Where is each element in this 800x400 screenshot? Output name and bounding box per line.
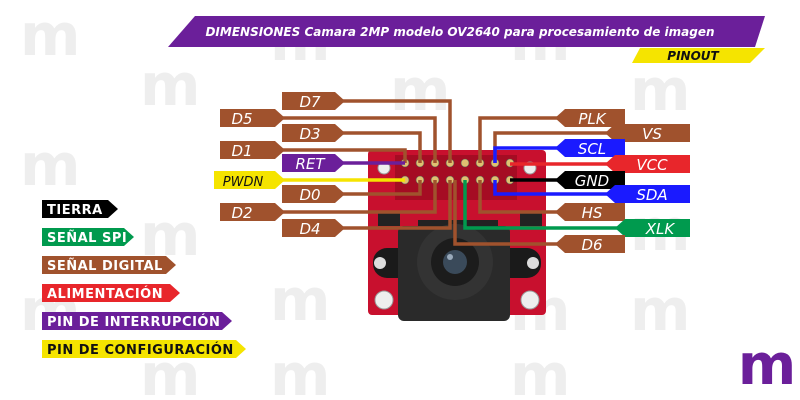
header-banner (168, 16, 765, 47)
svg-text:m: m (270, 341, 330, 400)
svg-text:m: m (20, 1, 80, 69)
svg-text:XLK: XLK (645, 220, 676, 238)
svg-text:D4: D4 (299, 220, 320, 238)
pin-label-d3: D3 (282, 124, 345, 143)
legend-item-tierra: TIERRA (42, 200, 118, 218)
pinout-label: PINOUT (667, 49, 719, 63)
legend-item-alimentacion: ALIMENTACIÓN (42, 284, 180, 302)
pin-label-d5: D5 (220, 109, 285, 128)
svg-text:TIERRA: TIERRA (47, 203, 103, 218)
svg-text:D0: D0 (299, 186, 320, 204)
svg-text:m: m (140, 51, 200, 119)
svg-text:D5: D5 (231, 110, 252, 128)
pin-label-d4: D4 (282, 219, 345, 238)
svg-text:PLK: PLK (578, 110, 606, 128)
pin-label-d1: D1 (220, 141, 285, 160)
svg-text:D7: D7 (299, 93, 321, 111)
legend-item-configuracion: PIN DE CONFIGURACIÓN (42, 340, 246, 358)
svg-text:m: m (510, 341, 570, 400)
pin-label-scl: SCL (555, 139, 625, 158)
pin-label-plk: PLK (555, 109, 625, 128)
pin-label-vs: VS (605, 124, 690, 143)
svg-text:RET: RET (295, 155, 326, 173)
pin-label-hs: HS (555, 203, 625, 222)
legend-item-spi: SEÑAL SPI (42, 228, 134, 246)
svg-text:D3: D3 (299, 125, 320, 143)
svg-text:VCC: VCC (636, 156, 668, 174)
svg-text:m: m (630, 56, 690, 124)
pin-label-vcc: VCC (605, 155, 690, 174)
pin-label-ret: RET (282, 154, 345, 173)
svg-text:m: m (270, 266, 330, 334)
svg-text:GND: GND (575, 172, 609, 190)
camera-module (368, 150, 546, 321)
legend-item-interrupcion: PIN DE INTERRUPCIÓN (42, 312, 232, 330)
wires (275, 99, 625, 246)
pin-label-d2: D2 (220, 203, 285, 222)
svg-text:m: m (630, 276, 690, 344)
svg-text:SDA: SDA (636, 186, 667, 204)
svg-text:D2: D2 (231, 204, 252, 222)
pin-label-d6: D6 (555, 235, 625, 254)
pin-label-xlk: XLK (615, 219, 690, 238)
svg-text:PIN DE CONFIGURACIÓN: PIN DE CONFIGURACIÓN (47, 342, 234, 358)
pinout-banner (632, 48, 765, 63)
pin-label-d0: D0 (282, 185, 345, 204)
svg-text:ALIMENTACIÓN: ALIMENTACIÓN (47, 286, 163, 302)
pin-label-d7: D7 (282, 92, 345, 111)
svg-text:PIN DE INTERRUPCIÓN: PIN DE INTERRUPCIÓN (47, 314, 220, 330)
svg-text:SEÑAL SPI: SEÑAL SPI (47, 230, 127, 246)
brand-logo: m (738, 333, 796, 398)
svg-text:D1: D1 (231, 142, 252, 160)
svg-text:m: m (738, 333, 796, 398)
svg-text:D6: D6 (581, 236, 602, 254)
svg-text:SEÑAL DIGITAL: SEÑAL DIGITAL (47, 258, 163, 274)
svg-text:m: m (390, 56, 450, 124)
svg-text:HS: HS (582, 204, 603, 222)
svg-text:PWDN: PWDN (223, 175, 264, 190)
pin-label-pwdn: PWDN (214, 171, 285, 190)
svg-text:VS: VS (642, 125, 662, 143)
legend: TIERRA SEÑAL SPI SEÑAL DIGITAL ALIMENTAC… (42, 200, 246, 358)
pin-label-sda: SDA (605, 185, 690, 204)
header-title: DIMENSIONES Camara 2MP modelo OV2640 par… (205, 25, 714, 39)
svg-text:m: m (20, 131, 80, 199)
svg-text:SCL: SCL (578, 140, 606, 158)
legend-item-digital: SEÑAL DIGITAL (42, 256, 176, 274)
pin-label-gnd: GND (555, 171, 625, 190)
